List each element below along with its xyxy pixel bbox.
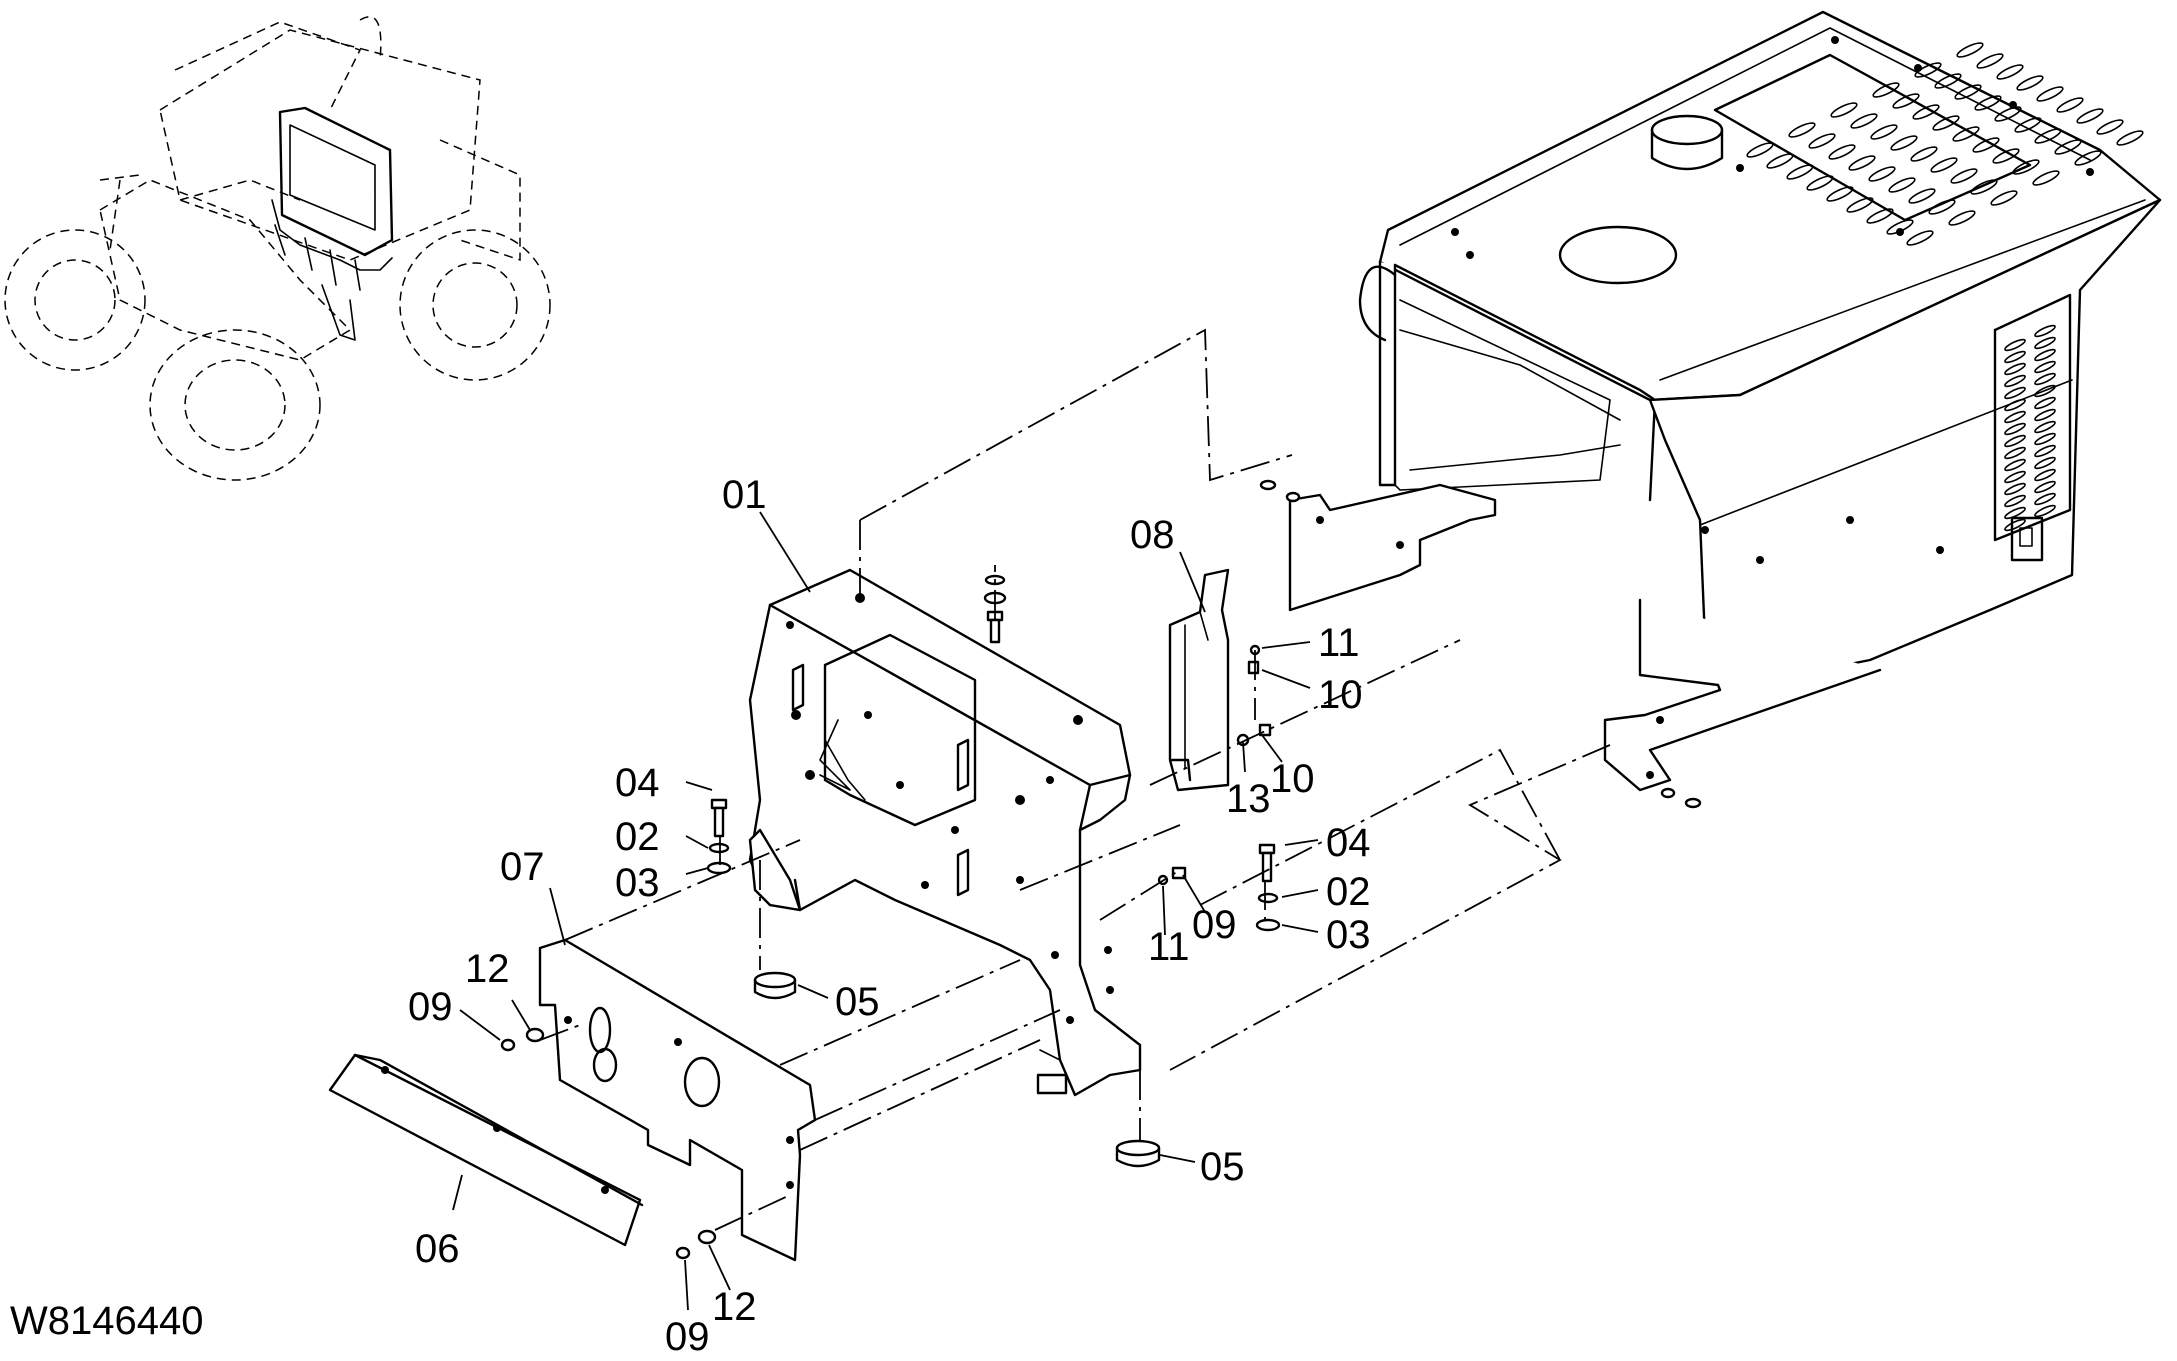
callout-03: 03 — [1326, 913, 1371, 957]
callout-02: 02 — [1326, 870, 1371, 914]
callout-01: 01 — [722, 473, 767, 517]
rubber-mount-05-lower — [1115, 1139, 1161, 1168]
side-grille-slots — [2004, 324, 2056, 532]
callout-04: 04 — [615, 761, 660, 805]
callout-11: 11 — [1318, 621, 1360, 665]
bracket-part-08 — [1168, 568, 1230, 792]
callout-12: 12 — [712, 1285, 757, 1329]
callout-09: 09 — [1192, 903, 1237, 947]
callout-labels: 01 08 11 10 13 10 04 02 03 07 04 02 03 1… — [408, 473, 1371, 1359]
callout-09: 09 — [408, 985, 453, 1029]
callout-11: 11 — [1148, 925, 1190, 969]
rubber-mount-05-upper — [753, 971, 797, 1000]
engine-hood — [1288, 10, 2162, 792]
callout-04: 04 — [1326, 821, 1371, 865]
callout-09: 09 — [665, 1315, 710, 1356]
callout-13: 13 — [1226, 777, 1271, 821]
drawing-code: W8146440 — [10, 1299, 203, 1343]
assembly-lines — [539, 328, 1611, 1231]
callout-12: 12 — [465, 947, 510, 991]
callout-05: 05 — [835, 980, 880, 1024]
callout-10: 10 — [1318, 673, 1363, 717]
machine-overview-thumbnail — [4, 16, 551, 481]
plate-part-07 — [538, 938, 817, 1262]
callout-08: 08 — [1130, 513, 1175, 557]
angle-strip-part-06 — [328, 1053, 644, 1247]
frame-part-01 — [748, 568, 1142, 1097]
top-grille-slots — [1746, 42, 2144, 246]
callout-03: 03 — [615, 861, 660, 905]
callout-02: 02 — [615, 815, 660, 859]
leader-lines — [452, 511, 1319, 1311]
callout-06: 06 — [415, 1227, 460, 1271]
callout-10: 10 — [1270, 757, 1315, 801]
callout-05: 05 — [1200, 1145, 1245, 1189]
hardware-fasteners — [500, 479, 1702, 1260]
callout-07: 07 — [500, 845, 545, 889]
